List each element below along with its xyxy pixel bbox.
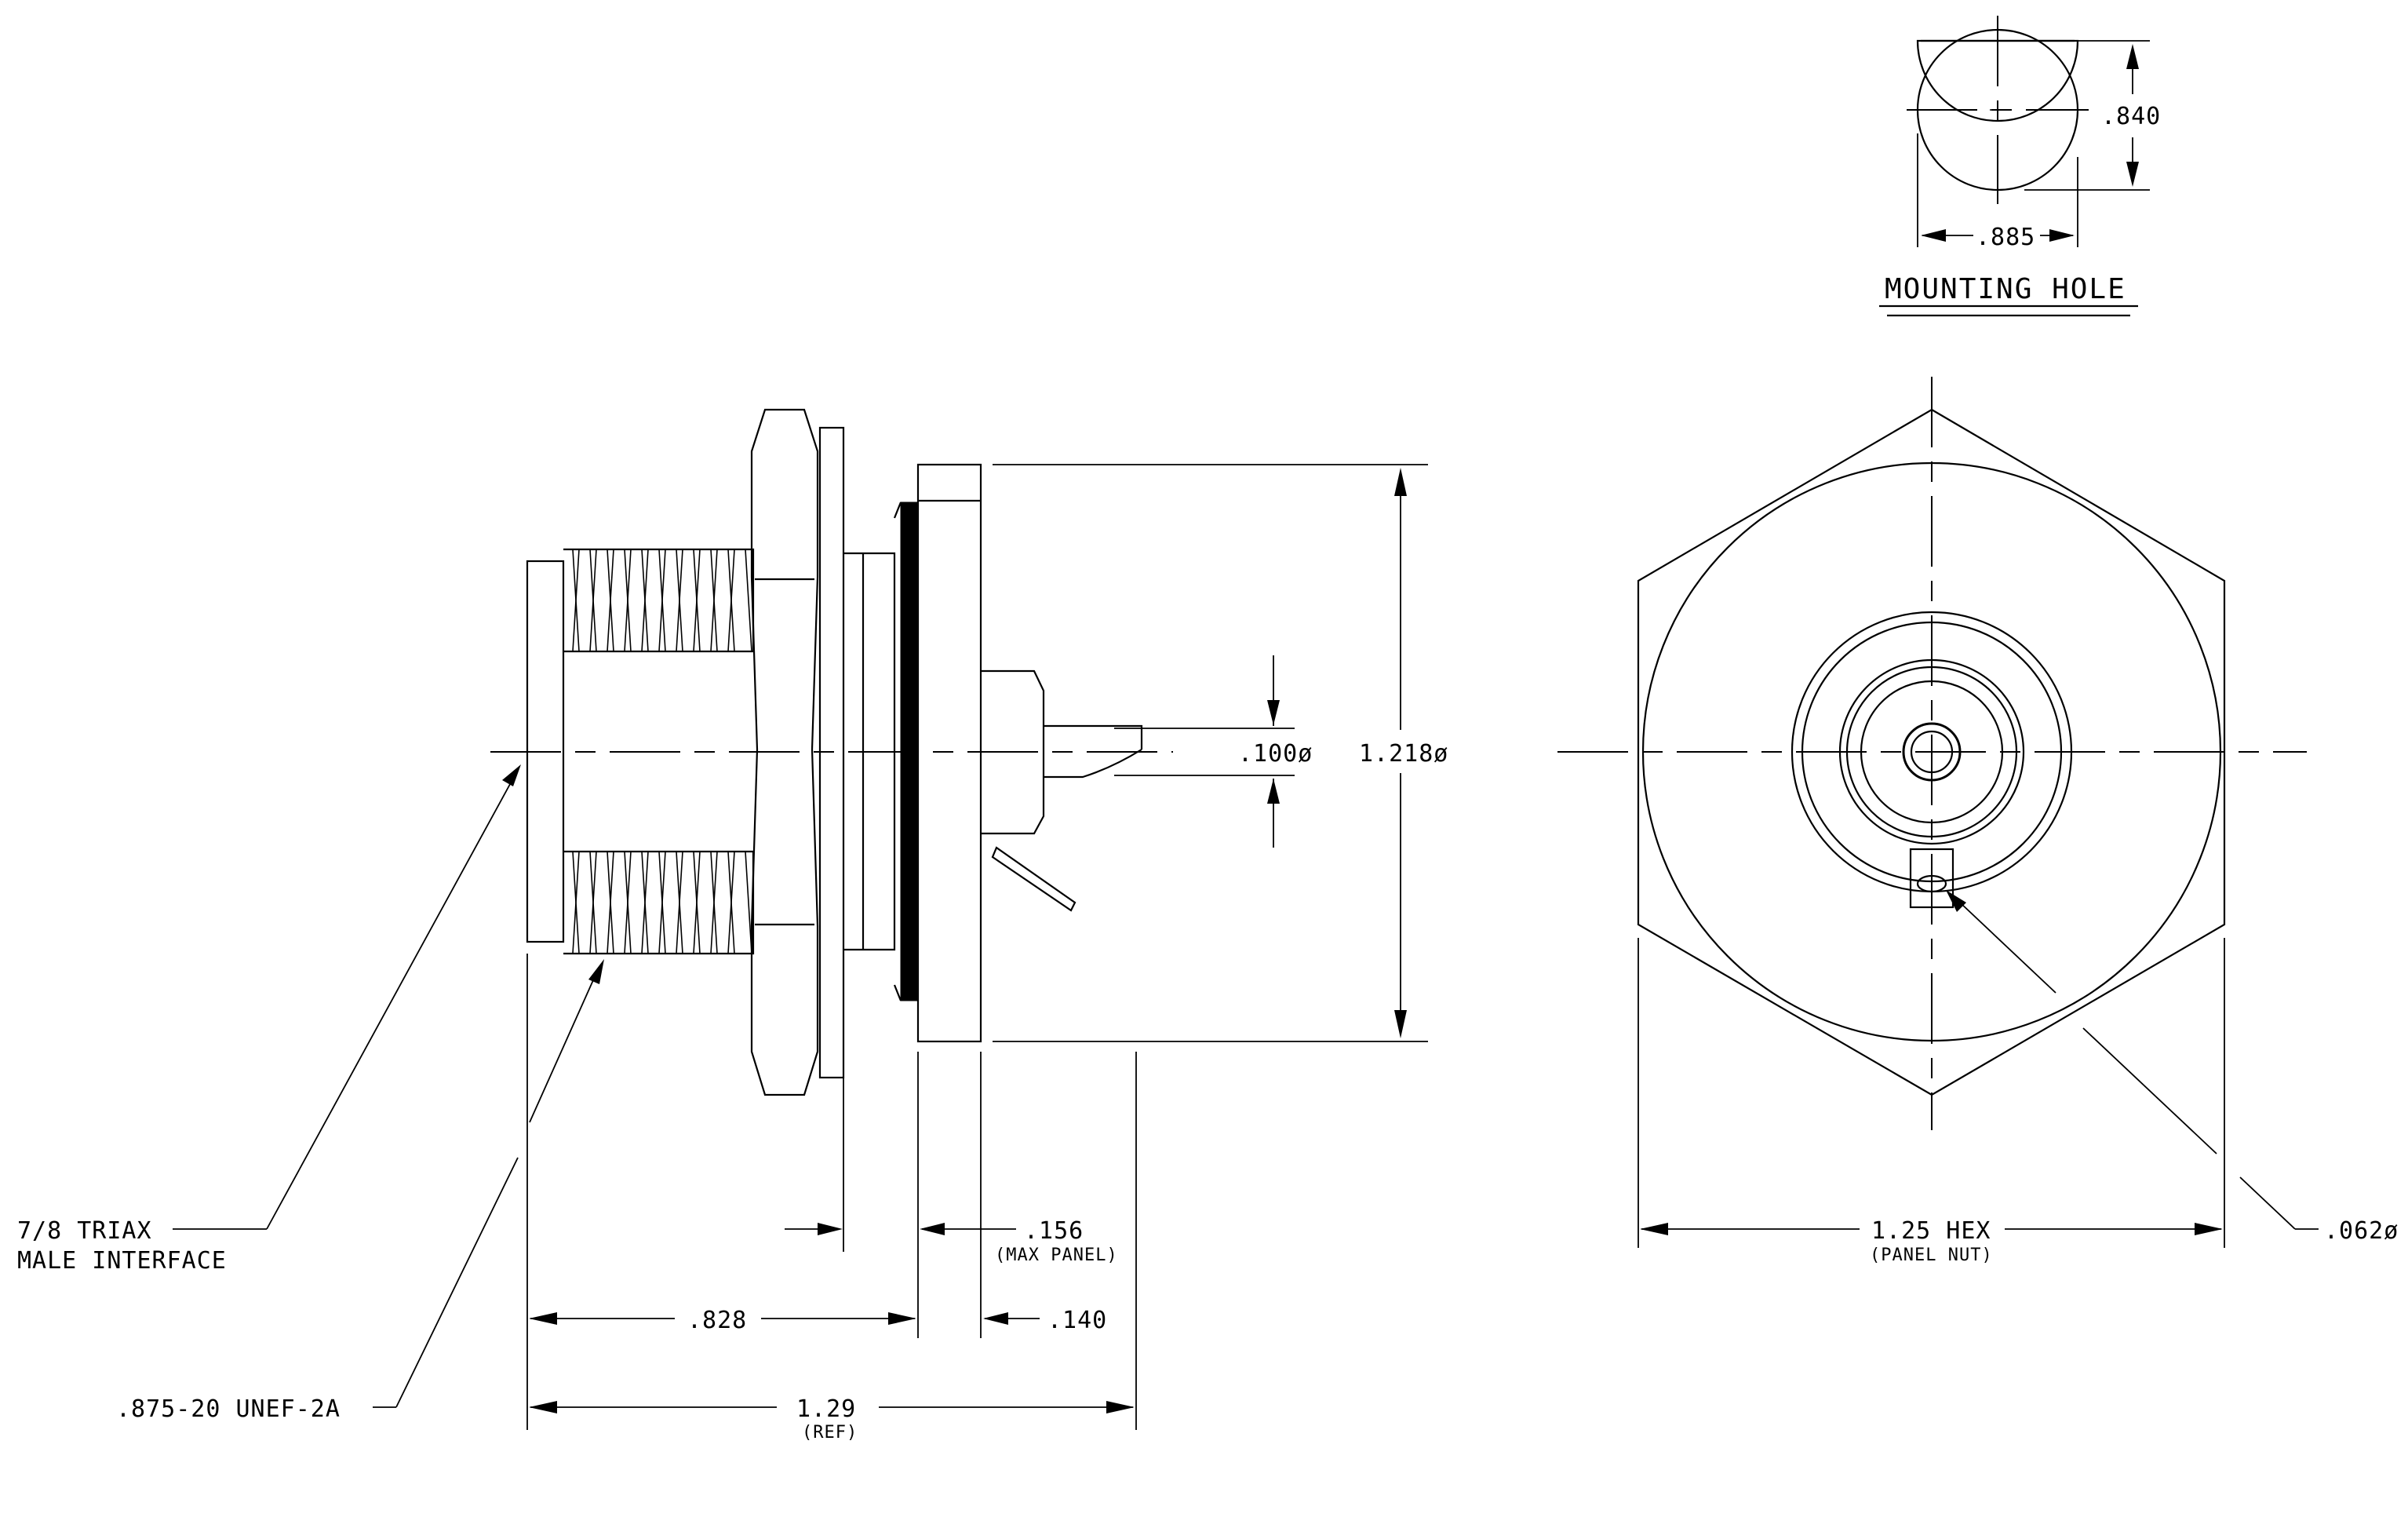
hex-dim-arrow-left — [1640, 1223, 1668, 1235]
pin-dia-arrow-bottom — [1267, 779, 1280, 804]
upper-thread — [563, 548, 755, 653]
body-dia-arrow-bottom — [1394, 1010, 1407, 1038]
flange — [916, 463, 982, 1043]
sleeve — [843, 552, 896, 951]
pin-dia-arrow-top — [1267, 700, 1280, 725]
ground-lead — [991, 846, 1076, 912]
end-view: .062ø 1.25 HEX (PANEL NUT) — [1557, 377, 2399, 1265]
gasket-edges — [893, 502, 902, 1001]
front-dim-arrow-right — [888, 1312, 916, 1325]
hole-leader-upper — [1959, 902, 2056, 994]
mounting-hole-view: .840 .885 MOUNTING HOLE — [1879, 16, 2161, 317]
panel-dim-arrow-left — [818, 1223, 843, 1235]
interface-callout-line1: 7/8 TRIAX — [17, 1217, 152, 1245]
pin-bottom — [1044, 749, 1142, 779]
lower-thread — [563, 850, 755, 955]
gasket — [900, 502, 919, 1001]
thread-leader-upper — [529, 972, 597, 1123]
ground-tab-hole — [1916, 874, 1947, 893]
hole-leader-lower — [2239, 1176, 2296, 1230]
mounting-hole-outline — [1916, 39, 2079, 122]
mounting-hole-height-label: .840 — [2101, 103, 2161, 130]
panel-dim-arrow-right — [920, 1223, 945, 1235]
panel-dim-label: .156 — [1024, 1217, 1084, 1245]
mounting-hole-width-dimension: .885 — [1917, 133, 2078, 251]
pin-dia-label: .100ø — [1238, 740, 1313, 768]
interface-leader — [266, 776, 515, 1230]
ground-tab — [1909, 848, 1954, 909]
body-dia-arrow-top — [1394, 468, 1407, 496]
hex-dim-label: 1.25 HEX — [1871, 1217, 1991, 1245]
interface-body — [526, 560, 565, 943]
flange-dim-label: .140 — [1047, 1307, 1107, 1334]
hole-dia-label: .062ø — [2324, 1217, 2399, 1245]
overall-dim-arrow-left — [529, 1401, 557, 1413]
pin-top — [1044, 724, 1143, 750]
overall-dim-label: 1.29 — [796, 1395, 856, 1423]
interface-callout-line2: MALE INTERFACE — [17, 1247, 227, 1275]
flange-dim-arrow — [983, 1312, 1008, 1325]
hole-leader-middle — [2082, 1027, 2217, 1154]
thread-leader-lower — [395, 1157, 519, 1408]
hex-dim-arrow-right — [2195, 1223, 2223, 1235]
overall-dim-arrow-right — [1106, 1401, 1135, 1413]
thread-leader-arrow — [588, 959, 604, 984]
hole-leader-arrow — [1946, 890, 1966, 912]
side-view: 1.218ø .100ø .156 (MAX PANEL) .140 .828 — [17, 408, 1448, 1443]
front-dim-arrow-left — [529, 1312, 557, 1325]
front-dim-label: .828 — [687, 1307, 747, 1334]
thread-callout: .875-20 UNEF-2A — [116, 1395, 341, 1423]
panel-dim-note: (MAX PANEL) — [995, 1246, 1118, 1265]
interface-leader-arrow — [502, 764, 521, 786]
pin-housing — [981, 669, 1045, 835]
washer — [818, 426, 845, 1079]
mounting-hole-height-dimension: .840 — [2013, 40, 2161, 191]
hex-nut-profile — [750, 408, 819, 1096]
body-dia-label: 1.218ø — [1359, 740, 1448, 768]
hex-dim-note: (PANEL NUT) — [1870, 1246, 1993, 1265]
overall-dim-note: (REF) — [802, 1423, 858, 1443]
mounting-hole-width-label: .885 — [1976, 224, 2035, 251]
mounting-hole-title: MOUNTING HOLE — [1885, 273, 2126, 305]
